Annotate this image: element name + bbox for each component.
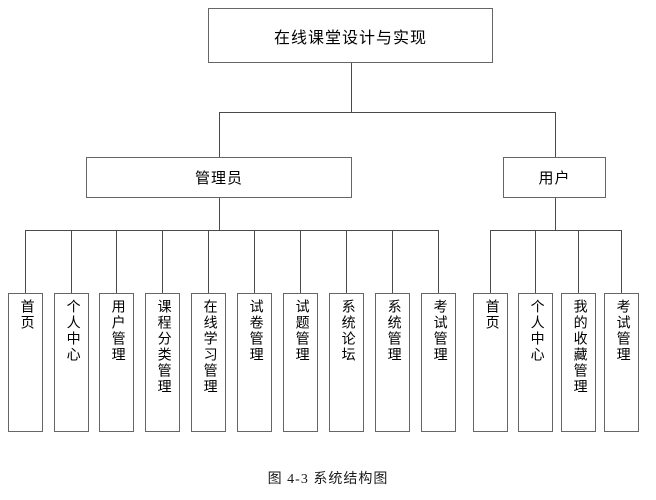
leaf-admin-7: 试题管理: [283, 293, 318, 432]
connector-admin-drop-6: [254, 230, 255, 293]
connector-admin-drop-8: [346, 230, 347, 293]
leaf-admin-9: 系统管理: [375, 293, 410, 432]
leaf-admin-1: 首页: [8, 293, 43, 432]
node-branch-admin-label: 管理员: [194, 171, 243, 187]
leaf-user-2: 个人中心: [518, 293, 553, 432]
leaf-admin-5: 在线学习管理: [191, 293, 226, 432]
leaf-admin-9-label: 系统管理: [385, 299, 401, 363]
figure-caption: 图 4-3 系统结构图: [267, 472, 389, 487]
connector-root-stem: [351, 63, 352, 112]
leaf-admin-5-label: 在线学习管理: [201, 299, 217, 395]
leaf-user-4-label: 考试管理: [614, 299, 630, 363]
leaf-user-1: 首页: [473, 293, 508, 432]
connector-admin-drop-7: [300, 230, 301, 293]
node-branch-user-label: 用户: [538, 171, 571, 187]
connector-user-stem: [555, 198, 556, 230]
leaf-admin-2-label: 个人中心: [64, 299, 80, 363]
leaf-admin-8: 系统论坛: [329, 293, 364, 432]
leaf-admin-1-label: 首页: [18, 299, 34, 331]
connector-admin-drop-2: [71, 230, 72, 293]
leaf-admin-10-label: 考试管理: [431, 299, 447, 363]
connector-to-admin: [219, 112, 220, 157]
leaf-admin-6: 试卷管理: [237, 293, 272, 432]
leaf-user-4: 考试管理: [604, 293, 639, 432]
leaf-admin-10: 考试管理: [421, 293, 456, 432]
connector-admin-drop-10: [438, 230, 439, 293]
leaf-admin-3-label: 用户管理: [109, 299, 125, 363]
leaf-user-3: 我的收藏管理: [561, 293, 596, 432]
connector-user-bus: [490, 230, 621, 231]
connector-root-bar: [219, 112, 556, 113]
connector-admin-drop-5: [208, 230, 209, 293]
connector-admin-drop-9: [392, 230, 393, 293]
connector-admin-drop-3: [116, 230, 117, 293]
connector-admin-drop-4: [162, 230, 163, 293]
connector-user-drop-3: [578, 230, 579, 293]
node-root-label: 在线课堂设计与实现: [273, 29, 427, 47]
node-root: 在线课堂设计与实现: [208, 8, 493, 63]
leaf-admin-4: 课程分类管理: [145, 293, 180, 432]
leaf-admin-6-label: 试卷管理: [247, 299, 263, 363]
connector-to-user: [555, 112, 556, 157]
connector-admin-bus: [25, 230, 438, 231]
leaf-user-2-label: 个人中心: [528, 299, 544, 363]
leaf-admin-4-label: 课程分类管理: [155, 299, 171, 395]
connector-user-drop-2: [535, 230, 536, 293]
connector-admin-stem: [219, 198, 220, 230]
leaf-admin-8-label: 系统论坛: [339, 299, 355, 363]
connector-user-drop-1: [490, 230, 491, 293]
leaf-admin-7-label: 试题管理: [293, 299, 309, 363]
connector-user-drop-4: [621, 230, 622, 293]
leaf-user-1-label: 首页: [483, 299, 499, 331]
leaf-admin-2: 个人中心: [54, 293, 89, 432]
leaf-admin-3: 用户管理: [99, 293, 134, 432]
node-branch-admin: 管理员: [86, 157, 352, 198]
leaf-user-3-label: 我的收藏管理: [571, 299, 587, 395]
connector-admin-drop-1: [25, 230, 26, 293]
node-branch-user: 用户: [503, 157, 606, 198]
